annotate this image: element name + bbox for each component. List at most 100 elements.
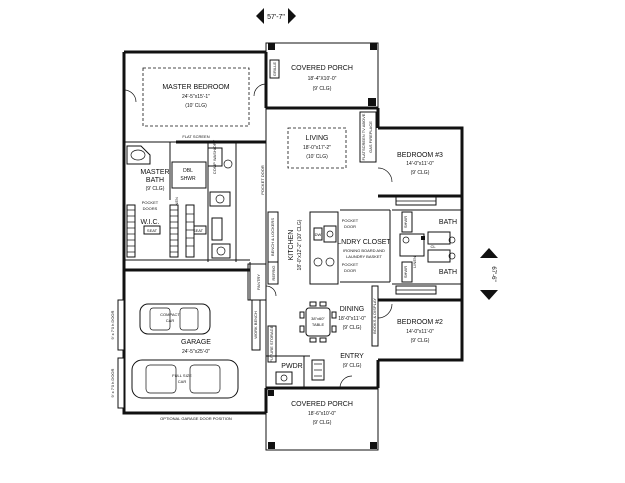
rooms-covered-porch-bottom-name-label: COVERED PORCH bbox=[291, 401, 353, 408]
rooms-covered-porch-top-ceiling-label: (9' CLG) bbox=[313, 86, 332, 92]
rooms-master-bedroom-name-label: MASTER BEDROOM bbox=[162, 84, 229, 91]
walk-in-closet: W.I.C. POCKET DOORS SEAT SEAT bbox=[126, 200, 207, 258]
laundry-closet: LNDRY CLOSET IRONING BOARD AND LAUNDRY B… bbox=[337, 209, 391, 283]
rooms-master-bedroom-size-label: 24'-5"x15'-1" bbox=[182, 94, 210, 100]
labels-flat-screen-label: FLAT SCREEN bbox=[182, 134, 209, 139]
rooms-bedroom2-size-label: 14'-0"x11'-0" bbox=[406, 329, 434, 335]
labels-pocket-doors2-label: DOORS bbox=[143, 206, 158, 211]
labels-garage-door-top-label: 9' x 7'0 h DOOR bbox=[110, 310, 115, 339]
labels-linen2-label: LINEN bbox=[412, 256, 417, 268]
labels-pocket-door-k2-label: POCKET bbox=[342, 262, 359, 267]
down-arrow-icon bbox=[480, 290, 498, 300]
labels-refrig-label: REFRIG bbox=[271, 265, 276, 280]
rooms-bedroom2-name-label: BEDROOM #2 bbox=[397, 319, 443, 326]
labels-shwr-upper-label: SHWR bbox=[403, 216, 408, 228]
rooms-master-bedroom-ceiling-label: (10' CLG) bbox=[185, 103, 207, 109]
depth-label: 67'-6" bbox=[490, 266, 496, 281]
labels-full-size-car-label: FULL SIZE bbox=[172, 373, 192, 378]
labels-grille-label: GRILLE bbox=[272, 62, 277, 77]
labels-pantry-label: PANTRY bbox=[256, 274, 261, 290]
rooms-dining-ceiling-label: (9' CLG) bbox=[343, 325, 362, 331]
rooms-lndry-closet-note2-label: LAUNDRY BASKET bbox=[346, 254, 382, 259]
labels-dw-label: DW bbox=[315, 232, 322, 237]
bath-upper: SHWR BATH bbox=[392, 209, 462, 245]
bath-lower: SHWR BATH bbox=[392, 249, 462, 285]
labels-bench-label: BENCH & LOCKERS bbox=[270, 218, 275, 256]
labels-future-storage-label: FUTURE STORAGE bbox=[269, 325, 274, 362]
garage: COMPACT CAR GARAGE 24'-5"x25'-0" FULL SI… bbox=[110, 262, 260, 421]
rooms-covered-porch-top-size-label: 18'-4"X10'-0" bbox=[308, 76, 337, 82]
rooms-dining-name-label: DINING bbox=[340, 306, 365, 313]
bath-center: LINEN CL bbox=[399, 233, 436, 268]
master-bath: MASTER BATH (9' CLG) DBL SHWR COMP WASH/… bbox=[122, 139, 250, 262]
rooms-dining-size-label: 18'-0"x11'-0" bbox=[338, 316, 366, 322]
rooms-bath-lower-name-label: BATH bbox=[439, 269, 457, 276]
labels-fireplace-label-label: FLATSCREEN TV ABOVE bbox=[361, 113, 366, 160]
right-arrow-icon bbox=[288, 8, 296, 24]
pantry-workbench: PANTRY WORK BENCH FUTURE STORAGE bbox=[247, 263, 277, 388]
rooms-lndry-closet-name-label: LNDRY CLOSET bbox=[337, 239, 391, 246]
labels-pocket-doors-label: POCKET bbox=[142, 200, 159, 205]
labels-linen-label: LINEN bbox=[174, 197, 179, 209]
bedroom-2: BEDROOM #2 14'-0"x11'-0" (9' CLG) bbox=[377, 285, 462, 344]
labels-pocket-door-k1-label: POCKET bbox=[342, 218, 359, 223]
rooms-bedroom3-ceiling-label: (9' CLG) bbox=[411, 170, 430, 176]
labels-seat-left-label: SEAT bbox=[147, 228, 158, 233]
labels-pocket-door-living-label: POCKET DOOR bbox=[260, 165, 265, 195]
rooms-bath-upper-name-label: BATH bbox=[439, 219, 457, 226]
rooms-garage-size-label: 24'-5"x25'-0" bbox=[182, 349, 210, 355]
labels-table2-label: TABLE bbox=[312, 322, 325, 327]
rooms-master-bath-name2-label: BATH bbox=[146, 177, 164, 184]
rooms-covered-porch-bottom-ceiling-label: (9' CLG) bbox=[313, 420, 332, 426]
rooms-master-bath-name-label: MASTER bbox=[140, 169, 169, 176]
rooms-wic-name-label: W.I.C. bbox=[140, 219, 159, 226]
labels-compact-car-label: COMPACT bbox=[160, 312, 180, 317]
labels-work-bench-label: WORK BENCH bbox=[253, 311, 258, 339]
rooms-pwdr-name-label: PWDR bbox=[281, 363, 302, 370]
dining: BOOKS & DISPLAY DINING 18'-0"x11'-0" (9'… bbox=[299, 285, 379, 347]
rooms-kitchen-size-label: 18'-0"x12'-2" (10' CLG) bbox=[297, 219, 303, 270]
rooms-entry-name-label: ENTRY bbox=[340, 353, 364, 360]
rooms-kitchen-name-label: KITCHEN bbox=[288, 230, 295, 261]
labels-optional-door-label: OPTIONAL GARAGE DOOR POSITION bbox=[160, 416, 232, 421]
rooms-covered-porch-bottom-size-label: 18'-6"x10'-0" bbox=[308, 411, 336, 417]
width-dimension: 57'-7" bbox=[256, 8, 296, 24]
labels-fireplace-label2-label: GAS FIREPLACE bbox=[368, 121, 373, 153]
master-bedroom: MASTER BEDROOM 24'-5"x15'-1" (10' CLG) F… bbox=[123, 67, 267, 144]
entry: PWDR ENTRY (9' CLG) bbox=[266, 353, 364, 389]
rooms-bedroom3-size-label: 14'-0"x11'-0" bbox=[406, 161, 434, 167]
bedroom-3: BEDROOM #3 14'-0"x11'-0" (9' CLG) bbox=[377, 152, 462, 206]
covered-porch-top: COVERED PORCH 18'-4"X10'-0" (9' CLG) GRI… bbox=[265, 42, 379, 109]
rooms-covered-porch-top-name-label: COVERED PORCH bbox=[291, 65, 353, 72]
labels-pocket-door-k1b-label: DOOR bbox=[344, 224, 356, 229]
up-arrow-icon bbox=[480, 248, 498, 258]
covered-porch-bottom: COVERED PORCH 18'-6"x10'-0" (9' CLG) bbox=[265, 387, 379, 451]
rooms-entry-ceiling-label: (9' CLG) bbox=[343, 363, 362, 369]
width-label: 57'-7" bbox=[267, 14, 285, 21]
rooms-living-ceiling-label: (10' CLG) bbox=[306, 154, 328, 160]
left-arrow-icon bbox=[256, 8, 264, 24]
rooms-bedroom2-ceiling-label: (9' CLG) bbox=[411, 338, 430, 344]
living-room: LIVING 18'-0"x17'-2" (10' CLG) FLATSCREE… bbox=[260, 108, 377, 210]
labels-dbl-shwr2-label: SHWR bbox=[180, 176, 196, 182]
rooms-garage-name-label: GARAGE bbox=[181, 339, 211, 346]
labels-books-display-label: BOOKS & DISPLAY bbox=[372, 298, 377, 334]
labels-full-size-car2-label: CAR bbox=[178, 379, 187, 384]
rooms-master-bath-ceiling-label: (9' CLG) bbox=[146, 186, 165, 192]
labels-dbl-shwr-label: DBL bbox=[183, 168, 193, 174]
rooms-lndry-closet-note1-label: IRONING BOARD AND bbox=[343, 248, 385, 253]
labels-garage-door-bottom-label: 9' x 7'0 h DOOR bbox=[110, 368, 115, 397]
labels-table-label: 38"x60" bbox=[311, 316, 325, 321]
labels-compact-car2-label: CAR bbox=[166, 318, 175, 323]
depth-dimension: 67'-6" bbox=[480, 248, 498, 300]
labels-comp-wash-label: COMP WASH/DRY bbox=[212, 139, 217, 174]
rooms-bedroom3-name-label: BEDROOM #3 bbox=[397, 152, 443, 159]
kitchen: BENCH & LOCKERS KITCHEN 18'-0"x12'-2" (1… bbox=[265, 210, 359, 300]
rooms-living-name-label: LIVING bbox=[306, 135, 329, 142]
labels-pocket-door-k2b-label: DOOR bbox=[344, 268, 356, 273]
labels-shwr-lower-label: SHWR bbox=[403, 266, 408, 278]
labels-cl-label: CL bbox=[430, 244, 436, 249]
rooms-living-size-label: 18'-0"x17'-2" bbox=[303, 145, 331, 151]
labels-seat-right-label: SEAT bbox=[193, 228, 204, 233]
